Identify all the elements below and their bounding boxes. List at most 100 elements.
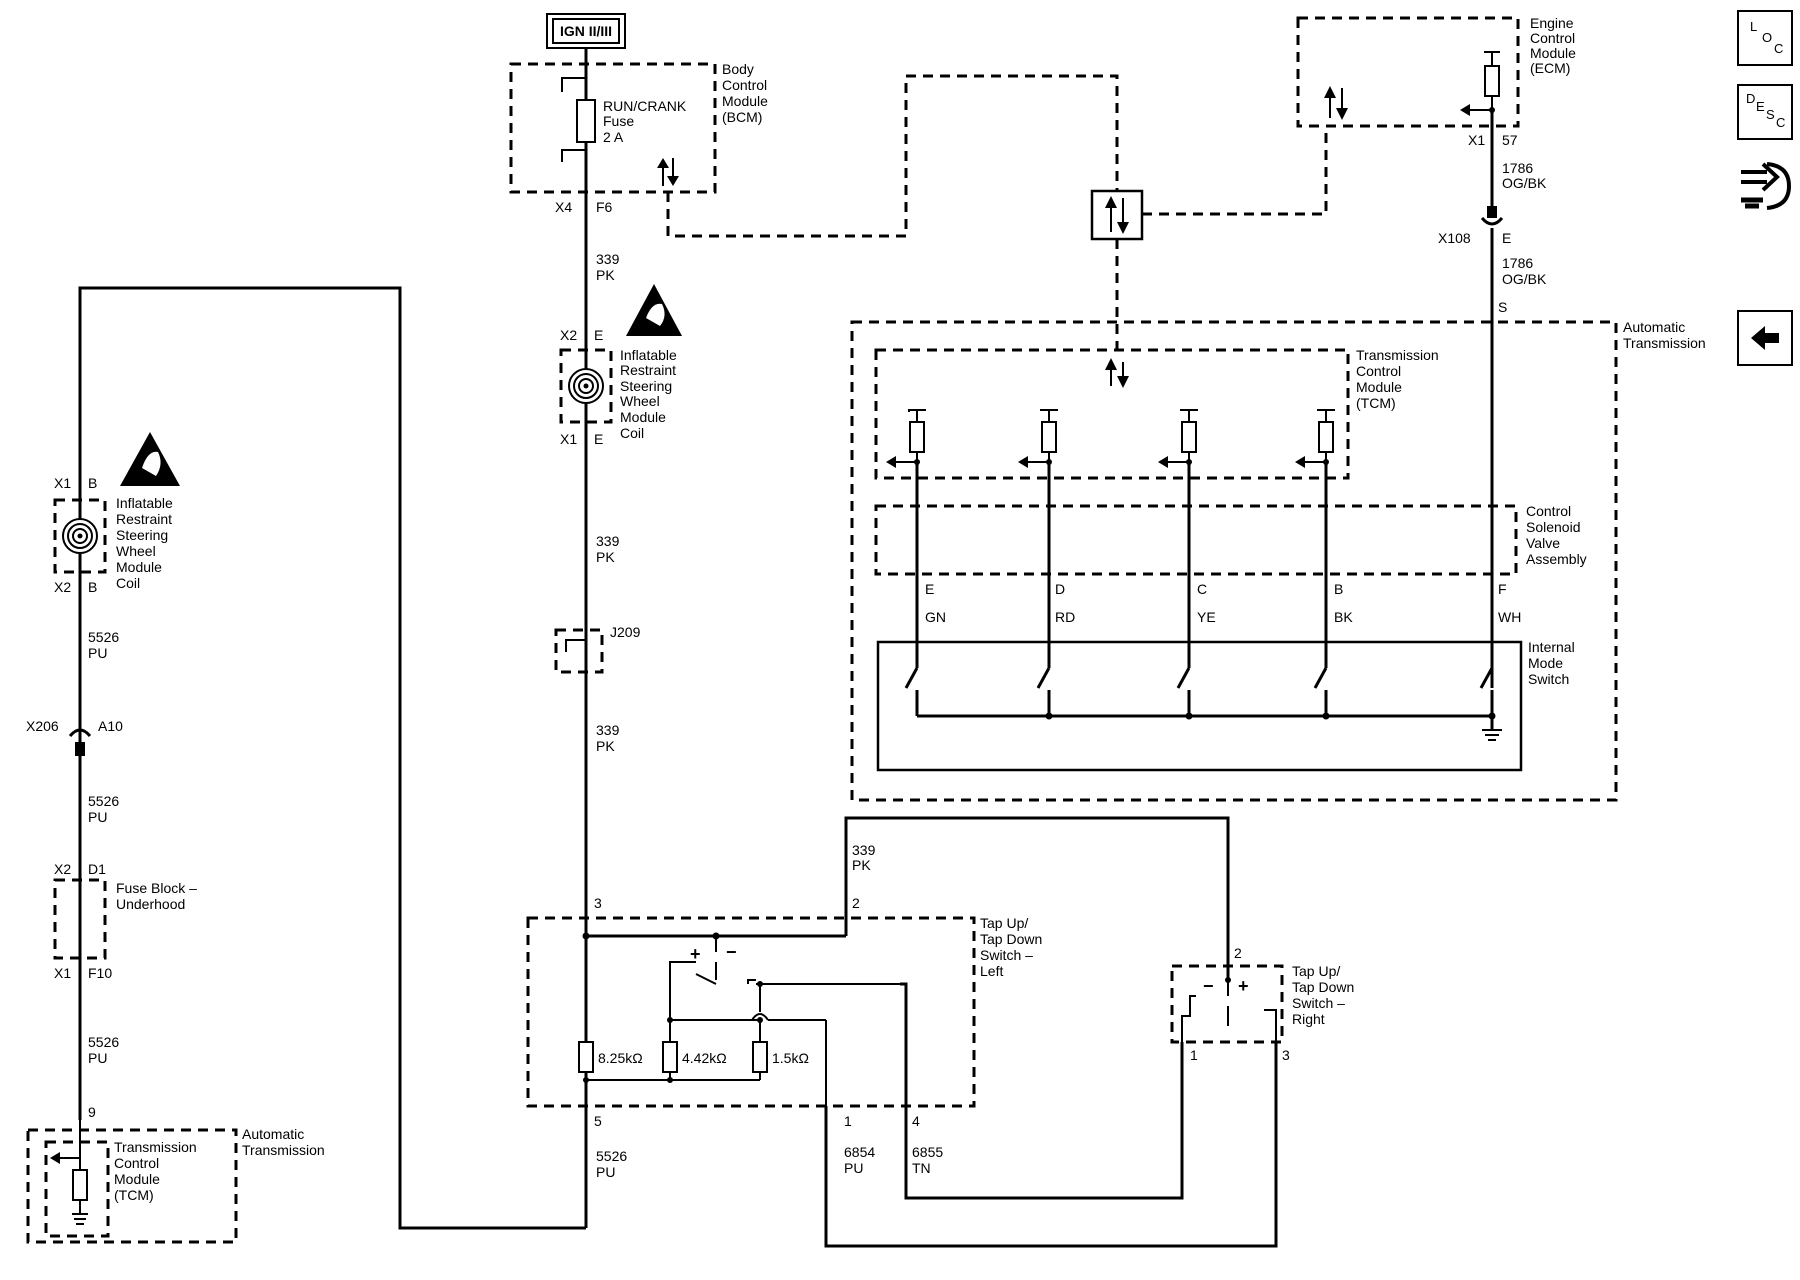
at-pin-s: S xyxy=(1498,299,1507,315)
resistor-8k25 xyxy=(578,1041,594,1073)
at-title-2: Transmission xyxy=(1623,335,1706,351)
at-color-gn: GN xyxy=(925,609,946,625)
j209-splice: J209 xyxy=(554,624,641,674)
bcm-serial-data-icon xyxy=(657,158,679,186)
w5526-4-circuit: 5526 xyxy=(596,1148,627,1164)
x108-pin: E xyxy=(1502,230,1511,246)
loc-letter-l: L xyxy=(1750,19,1758,34)
coil-mid-bottom-pin: E xyxy=(594,431,603,447)
coil-mid-title-3: Steering xyxy=(620,378,672,394)
w5526-2-color: PU xyxy=(88,809,107,825)
desc-letter-d: D xyxy=(1746,91,1756,106)
bcm-pin: F6 xyxy=(596,199,613,215)
tcm-module-bottom-left: 9 Transmission Control Module (TCM) Auto… xyxy=(26,1104,325,1244)
ecm-conn: X1 xyxy=(1468,132,1485,148)
fuse-block-top-pin: D1 xyxy=(88,861,106,877)
mode-switch-contacts xyxy=(904,667,1502,741)
tap-right-title-1: Tap Up/ xyxy=(1292,963,1340,979)
w1786-2-color: OG/BK xyxy=(1502,271,1547,287)
coil-mid-title-5: Module xyxy=(620,409,666,425)
coil-left-title-4: Wheel xyxy=(116,543,156,559)
tap-left-minus: − xyxy=(726,942,737,962)
at-color-wh: WH xyxy=(1498,609,1521,625)
ecm-pullup-resistor xyxy=(1484,65,1500,97)
at-color-bk: BK xyxy=(1334,609,1353,625)
back-button[interactable] xyxy=(1737,310,1793,366)
tap-left-title-3: Switch – xyxy=(980,947,1033,963)
fuse-block-title-1: Fuse Block – xyxy=(116,880,197,896)
bcm-title-3: Module xyxy=(722,93,768,109)
ign-power-source: IGN II/III xyxy=(546,13,626,49)
tap-right-title-2: Tap Down xyxy=(1292,979,1354,995)
tap-left-title-2: Tap Down xyxy=(980,931,1042,947)
location-button[interactable]: L O C xyxy=(1737,10,1793,66)
at-color-rd: RD xyxy=(1055,609,1075,625)
connector-view-icon[interactable] xyxy=(1737,158,1793,220)
airbag-warning-icon-mid xyxy=(626,284,682,336)
w339-2-circuit: 339 xyxy=(596,533,620,549)
tcm-pullup-e xyxy=(886,409,926,468)
tap-left-pin-3: 3 xyxy=(594,895,602,911)
w5526-4-color: PU xyxy=(596,1164,615,1180)
wire-1786: 1786 OG/BK X108 E 1786 OG/BK S xyxy=(1438,110,1547,688)
tcm-bottom-at-1: Automatic xyxy=(242,1126,304,1142)
at-pin-f: F xyxy=(1498,581,1507,597)
w5526-1-color: PU xyxy=(88,645,107,661)
bcm-title-2: Control xyxy=(722,77,767,93)
at-pin-d: D xyxy=(1055,581,1065,597)
tap-left-pin-1: 1 xyxy=(844,1113,852,1129)
loc-letter-c: C xyxy=(1774,41,1784,56)
airbag-warning-icon-left xyxy=(120,432,180,486)
bcm-fuse-rating: 2 A xyxy=(603,129,624,145)
mode-switch-title-2: Mode xyxy=(1528,655,1563,671)
bcm-fuse-name: RUN/CRANK xyxy=(603,98,687,114)
coil-mid-title-1: Inflatable xyxy=(620,347,677,363)
x206-pin: A10 xyxy=(98,718,123,734)
tcm-title-3: Module xyxy=(1356,379,1402,395)
tcm-title-2: Control xyxy=(1356,363,1401,379)
w5526-2-circuit: 5526 xyxy=(88,793,119,809)
w6854-color: PU xyxy=(844,1160,863,1176)
tcm-bottom-title-3: Module xyxy=(114,1171,160,1187)
x206-connector: X206 A10 xyxy=(26,718,123,756)
w339-3-circuit: 339 xyxy=(596,722,620,738)
control-solenoid-valve-assembly xyxy=(874,504,1518,576)
tcm-bottom-title-2: Control xyxy=(114,1155,159,1171)
resistor-1k5 xyxy=(752,1041,768,1073)
fuse-block-underhood: X2 D1 X1 F10 Fuse Block – Underhood xyxy=(53,861,197,981)
wire-5526-return xyxy=(78,286,586,1230)
tap-left-title-4: Left xyxy=(980,963,1003,979)
coil-left-top-conn: X1 xyxy=(54,475,71,491)
tap-left-title-1: Tap Up/ xyxy=(980,915,1028,931)
tap-right-pin-3: 3 xyxy=(1282,1047,1290,1063)
coil-mid-top-conn: X2 xyxy=(560,327,577,343)
tcm-title-1: Transmission xyxy=(1356,347,1439,363)
solenoid-title-2: Solenoid xyxy=(1526,519,1581,535)
tcm-bottom-at-2: Transmission xyxy=(242,1142,325,1158)
coil-left-title-5: Module xyxy=(116,559,162,575)
ecm-pin: 57 xyxy=(1502,132,1518,148)
back-arrow-icon xyxy=(1751,326,1779,350)
tcm-pullup-d xyxy=(1018,409,1058,468)
w6854-circuit: 6854 xyxy=(844,1144,875,1160)
desc-letter-e: E xyxy=(1756,99,1765,114)
bcm-title-4: (BCM) xyxy=(722,109,762,125)
wire-6854-6855: 6854 PU 6855 TN xyxy=(824,1042,1278,1248)
w1786-2-circuit: 1786 xyxy=(1502,255,1533,271)
at-pin-b: B xyxy=(1334,581,1343,597)
coil-left-title-6: Coil xyxy=(116,575,140,591)
w339-4-color: PK xyxy=(852,857,871,873)
coil-left-title-2: Restraint xyxy=(116,511,172,527)
w339-1-circuit: 339 xyxy=(596,251,620,267)
tap-right-pin-1: 1 xyxy=(1190,1047,1198,1063)
tcm-bottom-title-4: (TCM) xyxy=(114,1187,154,1203)
tap-left-pin-4: 4 xyxy=(912,1113,920,1129)
solenoid-title-3: Valve xyxy=(1526,535,1560,551)
w1786-1-circuit: 1786 xyxy=(1502,160,1533,176)
at-pin-c: C xyxy=(1197,581,1207,597)
w339-2-color: PK xyxy=(596,549,615,565)
automatic-transmission-right: Automatic Transmission Transmission Cont… xyxy=(850,319,1706,802)
bcm-conn: X4 xyxy=(555,199,572,215)
description-button[interactable]: D E S C xyxy=(1737,84,1793,140)
coil-mid-title-2: Restraint xyxy=(620,362,676,378)
